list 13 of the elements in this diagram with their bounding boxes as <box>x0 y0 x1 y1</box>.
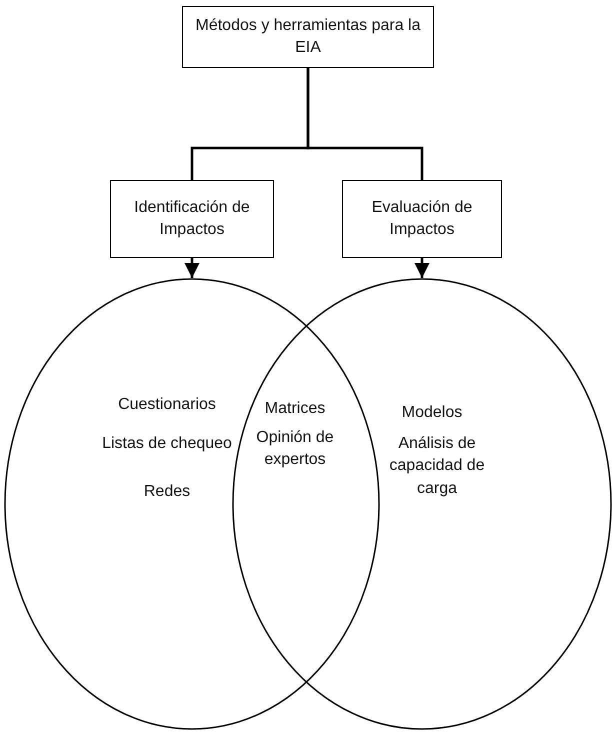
method-text: Matrices <box>264 399 326 419</box>
method-text: Redes <box>142 482 192 502</box>
arrow <box>184 258 200 278</box>
arrow <box>414 258 430 278</box>
text-box: Métodos y herramientas para la EIA <box>182 6 434 68</box>
method-text: Análisis de capacidad de carga <box>388 434 486 499</box>
text-box: Identificación de Impactos <box>110 180 274 258</box>
method-text: Listas de chequeo <box>101 434 233 454</box>
method-text: Opinión de expertos <box>255 428 335 470</box>
connector-line <box>306 68 424 180</box>
method-text: Cuestionarios <box>117 395 217 415</box>
text-box: Evaluación de Impactos <box>342 180 502 258</box>
method-text: Modelos <box>400 403 464 423</box>
